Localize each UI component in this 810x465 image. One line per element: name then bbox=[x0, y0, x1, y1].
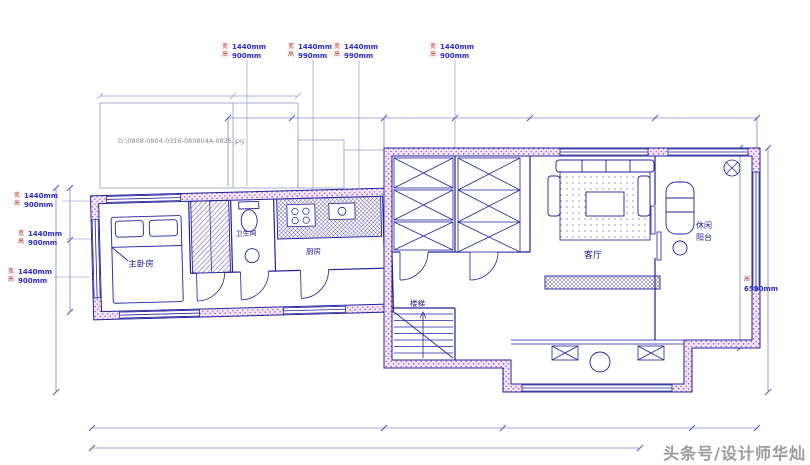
window bbox=[91, 219, 102, 299]
coffee-table bbox=[585, 191, 625, 217]
dimension-lines bbox=[52, 114, 772, 452]
left-wing-partitions bbox=[188, 199, 385, 274]
dim-value: 900mm bbox=[232, 52, 261, 60]
bed bbox=[110, 215, 184, 304]
window bbox=[521, 384, 673, 392]
dim-value: 1440mm bbox=[232, 43, 266, 51]
dim-tag: 高 bbox=[334, 50, 340, 58]
ref-note: D:\0808-0804-0316-080804A-0825.jpg bbox=[118, 137, 244, 145]
dim-tag: 宽 bbox=[288, 42, 294, 50]
dim-value: 1440mm bbox=[18, 268, 52, 276]
dim-tag: 宽 bbox=[8, 267, 14, 275]
dim-tag: 宽 bbox=[18, 229, 24, 237]
right-dim-label: 高 6590mm bbox=[744, 275, 778, 293]
room-label-living-room: 客厅 bbox=[584, 249, 602, 261]
dim-value: 990mm bbox=[344, 52, 373, 60]
room-label-stairs: 楼梯 bbox=[410, 298, 425, 308]
ac-unit bbox=[551, 345, 665, 361]
bathroom-sink bbox=[244, 248, 260, 264]
sofa bbox=[547, 159, 655, 217]
room-label-bathroom: 卫生间 bbox=[235, 229, 256, 239]
kitchen-counter bbox=[276, 195, 383, 240]
room-label-balcony-line1: 休闲 bbox=[696, 220, 712, 230]
roof-outline bbox=[96, 92, 384, 189]
window bbox=[559, 148, 649, 156]
dim-tag: 高 bbox=[14, 199, 20, 207]
left-wing: 主卧房 卫生间 厨房 bbox=[89, 187, 395, 321]
plant bbox=[723, 159, 741, 177]
stairs bbox=[393, 311, 454, 359]
dim-tag: 高 bbox=[222, 50, 228, 58]
dim-value: 1440mm bbox=[298, 43, 332, 51]
left-dim-labels: 宽 高 1440mm 900mm 宽 高 1440mm 900mm 宽 高 14… bbox=[8, 191, 62, 285]
label-leader-lines bbox=[54, 60, 456, 278]
closet bbox=[457, 157, 521, 253]
balcony-table bbox=[672, 240, 688, 256]
window bbox=[283, 305, 347, 315]
dim-tag: 宽 bbox=[430, 42, 436, 50]
wardrobe bbox=[190, 199, 231, 274]
dim-value: 900mm bbox=[18, 277, 47, 285]
right-wing: 客厅 休闲 阳台 楼梯 bbox=[383, 147, 761, 393]
dim-value: 900mm bbox=[28, 239, 57, 247]
tv-cabinet bbox=[544, 275, 661, 290]
window bbox=[119, 309, 201, 320]
door-arc bbox=[399, 251, 499, 281]
dim-value: 900mm bbox=[440, 52, 469, 60]
dim-tag: 宽 bbox=[222, 42, 228, 50]
dim-value: 900mm bbox=[24, 201, 53, 209]
room-label-kitchen: 厨房 bbox=[306, 246, 321, 256]
dim-tag: 宽 bbox=[334, 42, 340, 50]
dim-tag: 高 bbox=[18, 237, 24, 245]
dim-value: 1440mm bbox=[344, 43, 378, 51]
window bbox=[667, 148, 749, 156]
sliding-door bbox=[650, 205, 662, 261]
right-wing-wall bbox=[383, 147, 761, 393]
dim-value: 1440mm bbox=[24, 192, 58, 200]
room-label-balcony-line2: 阳台 bbox=[696, 232, 712, 242]
window bbox=[106, 193, 182, 204]
dim-value: 6590mm bbox=[744, 285, 778, 293]
dim-tag: 高 bbox=[288, 50, 294, 58]
chaise-lounge bbox=[665, 181, 695, 235]
door-arc bbox=[196, 269, 329, 302]
dim-tag: 高 bbox=[8, 275, 14, 283]
watermark: 头条号/设计师华灿 bbox=[663, 444, 806, 463]
toilet bbox=[238, 201, 260, 233]
dim-value: 990mm bbox=[298, 52, 327, 60]
dim-tag: 高 bbox=[430, 50, 436, 58]
room-label-master-bedroom: 主卧房 bbox=[128, 258, 154, 270]
terrace-table bbox=[589, 351, 611, 373]
dim-tag: 高 bbox=[744, 275, 750, 283]
dim-tag: 宽 bbox=[14, 191, 20, 199]
window bbox=[752, 171, 760, 291]
top-dim-labels: 宽 高 1440mm 900mm 宽 高 1440mm 990mm 宽 高 14… bbox=[222, 42, 474, 60]
dim-value: 1440mm bbox=[440, 43, 474, 51]
appliance-stack bbox=[393, 157, 454, 251]
dim-value: 1440mm bbox=[28, 230, 62, 238]
